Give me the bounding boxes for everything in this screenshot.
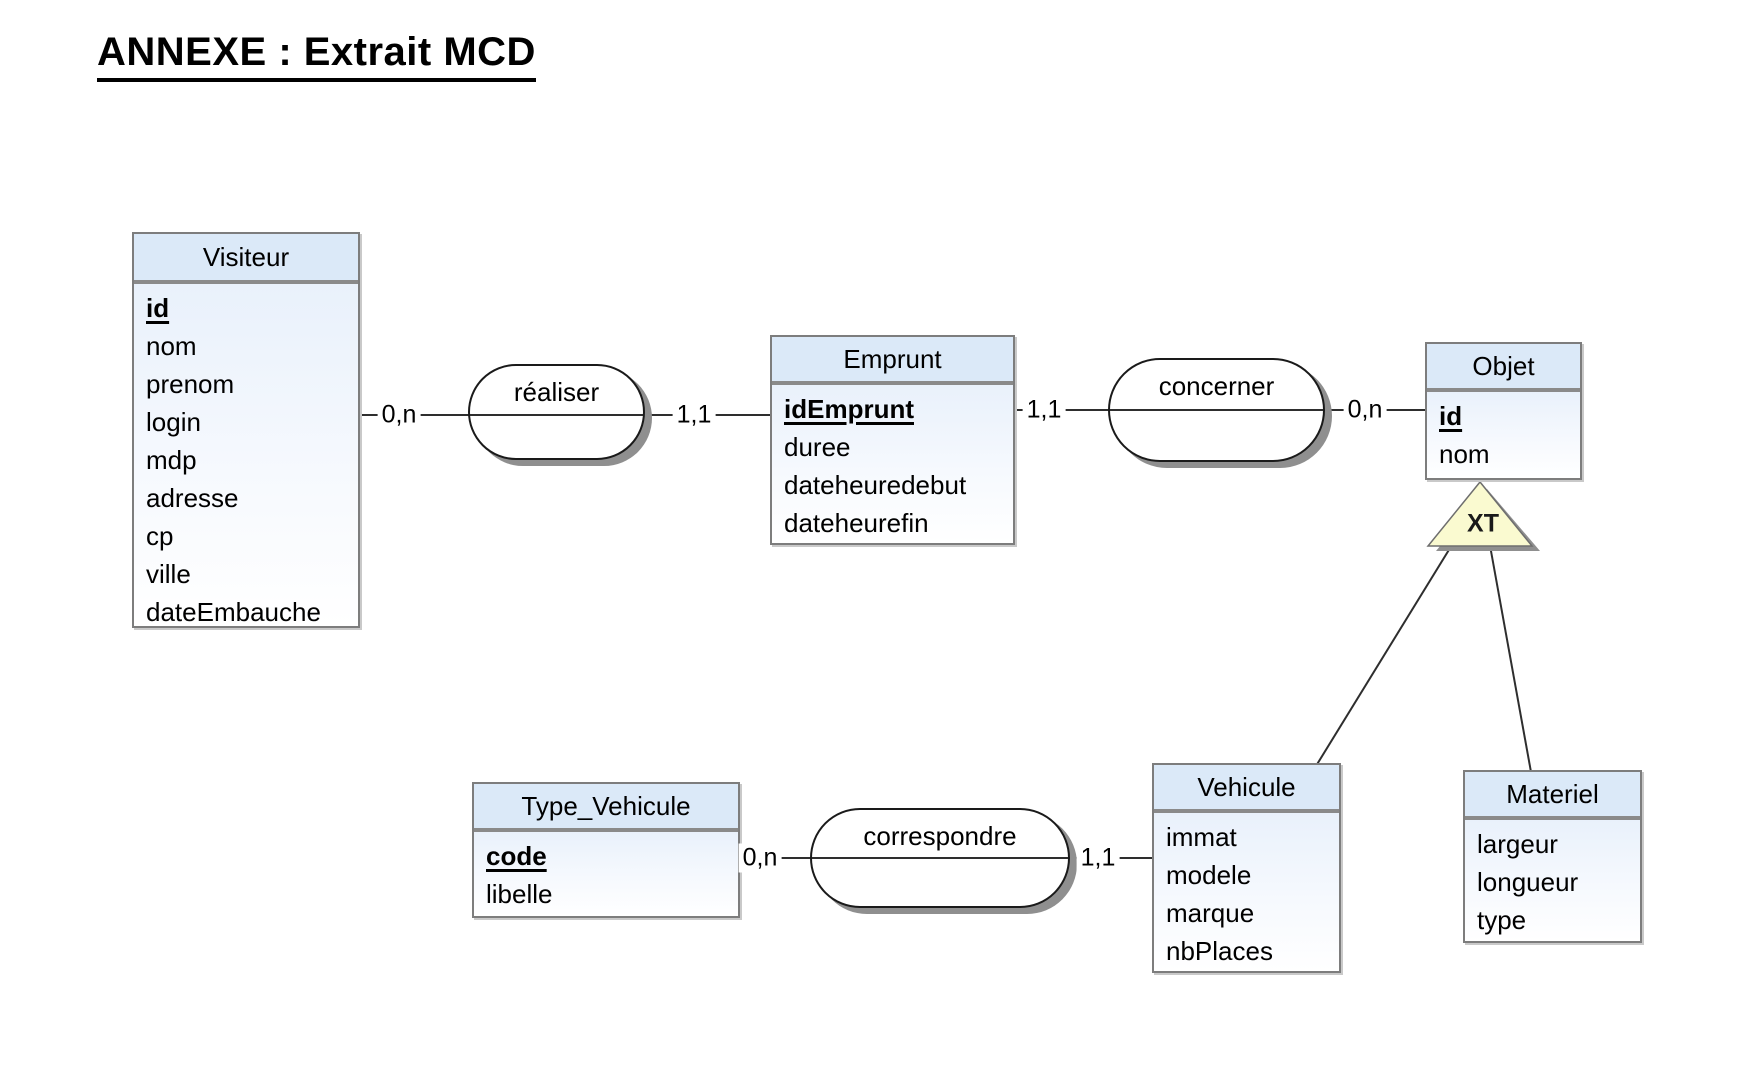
attribute-row: nom xyxy=(1439,439,1490,469)
relation-correspondre: correspondre xyxy=(810,808,1070,908)
entity-title: Vehicule xyxy=(1197,772,1296,802)
attribute-row: immat xyxy=(1166,822,1237,852)
attribute-row: modele xyxy=(1166,860,1252,890)
entity-objet: Objet id nom xyxy=(1425,342,1582,480)
attribute-row: adresse xyxy=(146,483,239,513)
attribute-row: libelle xyxy=(486,879,553,909)
entity-visiteur: Visiteur id nom prenom login mdp adresse cp vil… xyxy=(132,232,360,628)
attribute-row: ville xyxy=(146,559,191,589)
entity-header: Type_Vehicule xyxy=(474,784,738,830)
attribute-row: nom xyxy=(146,331,197,361)
entity-type-vehicule: Type_Vehicule code libelle xyxy=(472,782,740,918)
entity-materiel: Materiel largeur longueur type xyxy=(1463,770,1642,943)
relation-label: concerner xyxy=(1158,371,1275,401)
attribute-row: mdp xyxy=(146,445,197,475)
xt-label: XT xyxy=(1467,509,1499,538)
entity-header: Emprunt xyxy=(772,337,1013,383)
attribute-row: id xyxy=(1439,401,1463,431)
entity-title: Objet xyxy=(1472,351,1535,381)
entity-header: Materiel xyxy=(1465,772,1640,818)
entity-vehicule: Vehicule immat modele marque nbPlaces xyxy=(1152,763,1341,973)
attribute-row: dateEmbauche xyxy=(146,597,321,626)
attribute-row: login xyxy=(146,407,201,437)
cardinality-label: 1,1 xyxy=(1022,395,1066,425)
entity-attributes: id nom prenom login mdp adresse cp ville dateEmb… xyxy=(134,282,358,626)
relation-concerner: concerner xyxy=(1108,358,1325,462)
entity-title: Visiteur xyxy=(202,242,290,272)
attribute-row: type xyxy=(1477,905,1527,935)
entity-header: Visiteur xyxy=(134,234,358,282)
relation-label: réaliser xyxy=(513,377,600,407)
entity-emprunt: Emprunt idEmprunt duree dateheuredebut date… xyxy=(770,335,1015,545)
entity-attributes: immat modele marque nbPlaces xyxy=(1154,811,1339,971)
entity-attributes: largeur longueur type xyxy=(1465,818,1640,941)
attribute-row: marque xyxy=(1166,898,1255,928)
attribute-row: dateheurefin xyxy=(784,508,929,538)
entity-header: Objet xyxy=(1427,344,1580,390)
entity-title: Emprunt xyxy=(843,344,942,374)
attribute-row: longueur xyxy=(1477,867,1579,897)
relation-label: correspondre xyxy=(863,821,1017,851)
entity-title: Materiel xyxy=(1506,779,1599,809)
attribute-row: largeur xyxy=(1477,829,1558,859)
cardinality-label: 0,n xyxy=(377,400,421,430)
entity-header: Vehicule xyxy=(1154,765,1339,811)
cardinality-label: 0,n xyxy=(1343,395,1387,425)
attribute-row: cp xyxy=(146,521,174,551)
cardinality-label: 0,n xyxy=(738,843,782,873)
entity-attributes: idEmprunt duree dateheuredebut dateheurefin xyxy=(772,383,1013,543)
cardinality-label: 1,1 xyxy=(672,400,716,430)
xt-inheritance-triangle xyxy=(1426,480,1534,547)
entity-attributes: id nom xyxy=(1427,390,1580,478)
attribute-row: id xyxy=(146,293,170,323)
connector-xt-vehicule xyxy=(1315,539,1456,767)
entity-attributes: code libelle xyxy=(474,830,738,916)
entity-title: Type_Vehicule xyxy=(521,791,691,821)
attribute-row: nbPlaces xyxy=(1166,936,1273,966)
attribute-row: code xyxy=(486,841,547,871)
attribute-row: dateheuredebut xyxy=(784,470,967,500)
attribute-row: duree xyxy=(784,432,851,462)
cardinality-label: 1,1 xyxy=(1076,843,1120,873)
page-title: ANNEXE : Extrait MCD xyxy=(97,30,536,82)
relation-realiser: réaliser xyxy=(468,364,645,460)
connector-xt-materiel xyxy=(1488,539,1532,773)
attribute-row: idEmprunt xyxy=(784,394,914,424)
attribute-row: prenom xyxy=(146,369,235,399)
